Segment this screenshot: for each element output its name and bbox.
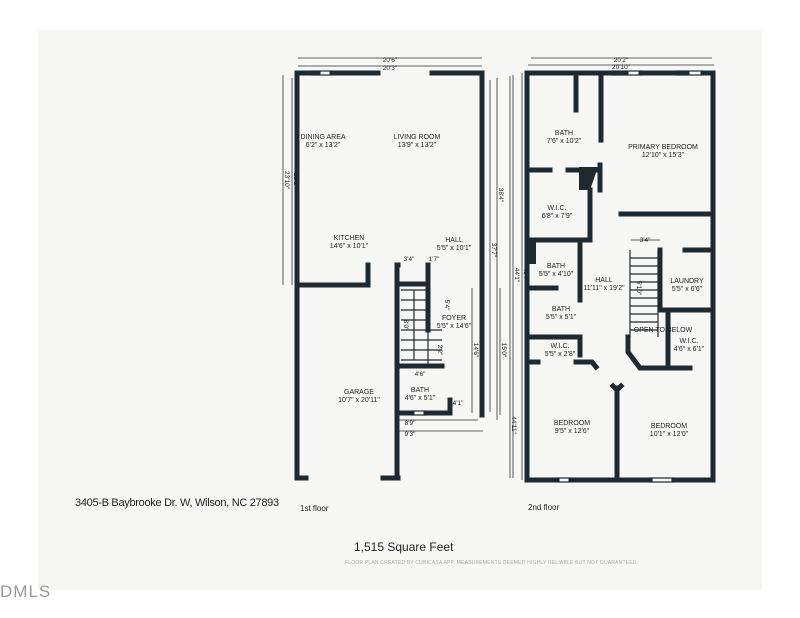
room-name: KITCHEN [334, 235, 365, 242]
dimension-label: 4'6" [415, 371, 426, 378]
room-name: BATH [552, 306, 570, 313]
dimension-label: 5'4" [443, 300, 450, 311]
open-to-below-label: OPEN TO BELOW [634, 327, 693, 334]
room-name: BATH [547, 263, 565, 270]
room-name: BATH [555, 130, 573, 137]
dimension-label: 9'3" [405, 431, 416, 438]
property-address: 3405-B Baybrooke Dr. W, Wilson, NC 27893 [75, 497, 279, 509]
dimension-label: 8'9" [405, 420, 416, 427]
room-size: 4'6" x 5'1" [405, 395, 436, 402]
dimension-label: 38'4" [497, 188, 504, 203]
room-size: 11'11" x 19'2" [583, 285, 625, 292]
room-size: 7'6" x 10'2" [547, 138, 582, 145]
room-size: 5'5" x 2'8" [545, 351, 576, 358]
room-size: 6'8" x 7'9" [542, 213, 573, 220]
room-size: 12'10" x 15'3" [642, 152, 685, 159]
room-size: 10'1" x 12'0" [650, 431, 689, 438]
dimension-label: 45'7" [522, 268, 529, 283]
room-size: 5'5" x 14'6" [437, 323, 472, 330]
room-size: 9'5" x 12'6" [555, 428, 590, 435]
floor2-labels: BATH 7'6" x 10'2" PRIMARY BEDROOM 12'10"… [513, 57, 705, 438]
room-size: 5'5" x 5'1" [546, 314, 577, 321]
dimension-label: 23'10" [283, 171, 290, 190]
disclaimer: FLOOR PLAN CREATED BY CUBICASA APP. MEAS… [345, 560, 639, 566]
floor1-labels: DINING AREA 6'2" x 13'2" LIVING ROOM 13'… [283, 57, 517, 438]
room-size: 5'5" x 10'1" [437, 245, 472, 252]
room-name: FOYER [442, 315, 466, 322]
dimension-label: 4'1" [453, 400, 464, 407]
dimension-label: 3'4" [640, 237, 651, 244]
dimension-label: 44'11" [510, 416, 517, 434]
floor2-caption: 2nd floor [528, 503, 560, 512]
floor1-dimension-lines [282, 57, 511, 478]
room-size: 4'6" x 6'1" [674, 346, 705, 353]
room-size: 14'6" x 10'1" [330, 243, 369, 250]
dimension-label: 2'2" [436, 345, 443, 356]
room-name: W.I.C. [547, 205, 566, 212]
room-name: LIVING ROOM [394, 134, 441, 141]
room-name: BEDROOM [554, 420, 590, 427]
dimension-label: 20'3" [383, 65, 398, 72]
dimension-label: 5'10" [635, 281, 642, 296]
floor2-walls [524, 70, 716, 483]
dimension-label: 20'2" [614, 57, 629, 64]
room-name: DINING AREA [300, 134, 345, 141]
floor2-dimension-lines [512, 57, 714, 480]
room-size: 6'2" x 13'2" [306, 142, 341, 149]
dimension-label: 1'7" [429, 256, 440, 263]
dimension-label: 15'0" [500, 343, 507, 358]
dimension-label: 20'6" [383, 57, 398, 64]
watermark: DMLS [0, 582, 52, 601]
room-name: HALL [595, 277, 613, 284]
room-name: BEDROOM [651, 423, 687, 430]
floor1-walls [294, 70, 485, 481]
total-area: 1,515 Square Feet [354, 540, 454, 554]
room-name: W.I.C. [679, 338, 698, 345]
floor1-caption: 1st floor [300, 504, 329, 513]
dimension-label: 8'0" [402, 320, 409, 331]
room-size: 5'5" x 6'6" [672, 286, 703, 293]
dimension-label: 20'10" [612, 64, 631, 71]
room-name: W.I.C. [550, 343, 569, 350]
dimension-label: 14'6" [472, 343, 479, 358]
room-name: HALL [445, 237, 463, 244]
room-name: GARAGE [344, 389, 374, 396]
room-size: 5'5" x 4'10" [539, 271, 574, 278]
dimension-label: 37'7" [490, 243, 497, 258]
room-name: BATH [411, 387, 429, 394]
dimension-label: 44'1" [513, 268, 520, 283]
room-size: 10'7" x 20'11" [338, 397, 380, 404]
floor-plan-sheet [38, 30, 762, 590]
dimension-label: 22'1" [292, 173, 299, 188]
dimension-label: 3'4" [404, 256, 415, 263]
room-name: LAUNDRY [670, 278, 704, 285]
room-name: PRIMARY BEDROOM [628, 144, 698, 151]
room-size: 13'9" x 13'2" [398, 142, 437, 149]
